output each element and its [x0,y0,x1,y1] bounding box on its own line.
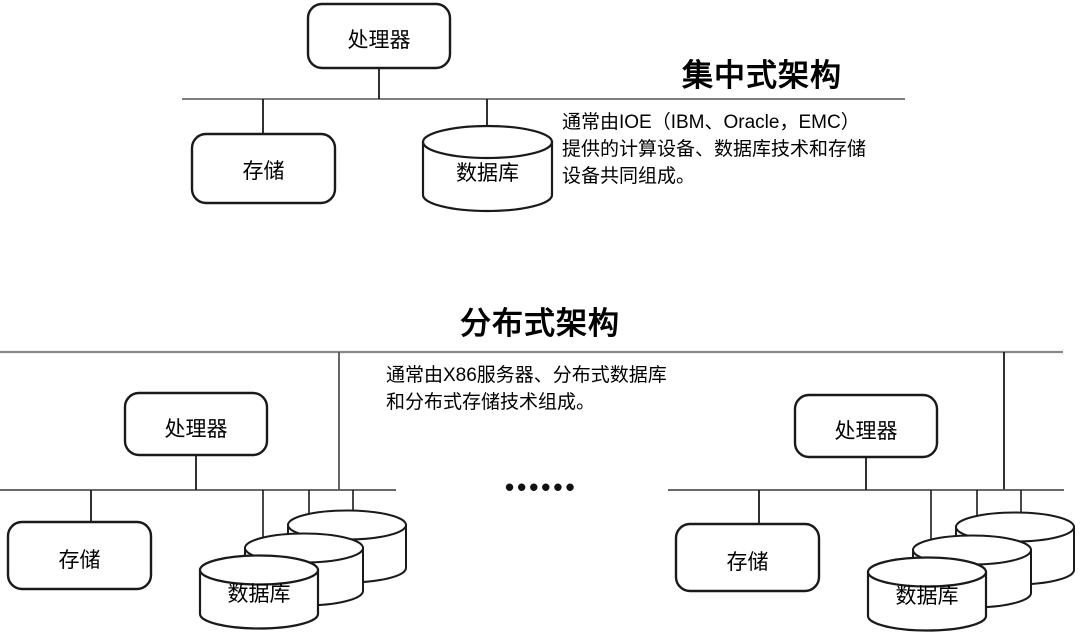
cluster-right-processor-box[interactable] [793,393,939,459]
cluster-right-storage-label: 存储 [726,551,769,574]
cluster-left-storage-label: 存储 [58,549,101,572]
cluster-left-processor-box[interactable] [123,391,269,457]
distributed-section-title: 分布式架构 [460,306,620,341]
centralized-section-title: 集中式架构 [682,58,842,93]
centralized-storage-box[interactable] [190,132,337,205]
centralized-database-cylinder[interactable] [421,124,554,213]
cluster-left-storage-box[interactable] [6,520,153,591]
centralized-processor-label: 处理器 [347,29,411,52]
cluster-right-storage-box[interactable] [674,522,821,593]
cluster-left-database-stack[interactable] [198,509,407,630]
cluster-right-processor-label: 处理器 [834,420,898,443]
cluster-right-database-label: 数据库 [895,585,959,608]
cluster-left-processor-label: 处理器 [164,418,228,441]
distributed-description: 通常由X86服务器、分布式数据库 和分布式存储技术组成。 [386,365,667,413]
centralized-storage-label: 存储 [242,160,285,183]
cluster-ellipsis: •••••• [505,472,578,502]
centralized-processor-box[interactable] [306,2,452,70]
cluster-left-database-label: 数据库 [227,583,291,606]
cluster-right-database-stack[interactable] [866,511,1075,632]
centralized-description: 通常由IOE（IBM、Oracle，EMC） 提供的计算设备、数据库技术和存储 … [562,112,867,187]
centralized-database-label: 数据库 [456,162,519,185]
